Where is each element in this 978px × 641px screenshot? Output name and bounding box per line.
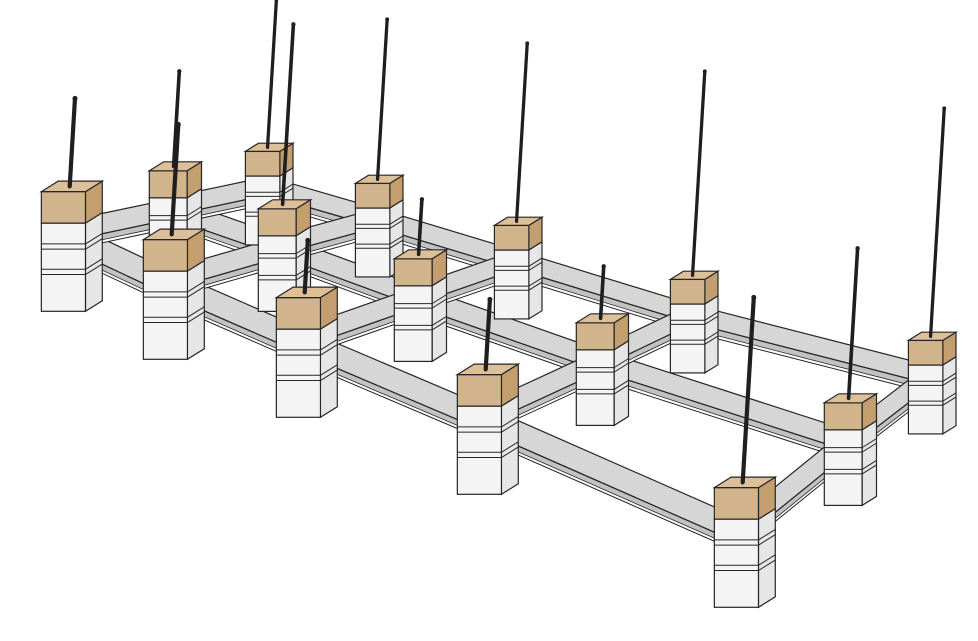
block	[575, 349, 615, 426]
pillar	[668, 69, 721, 374]
rebar	[67, 96, 78, 189]
block	[40, 222, 87, 312]
rebar	[483, 297, 492, 372]
cap	[668, 270, 721, 280]
block	[823, 429, 863, 506]
rebar	[740, 295, 756, 485]
cap	[354, 182, 391, 209]
rebar	[375, 17, 389, 181]
cap	[492, 216, 545, 226]
block	[613, 339, 630, 427]
pillar	[353, 17, 406, 278]
pillar	[906, 106, 959, 435]
block	[942, 355, 957, 435]
rebar	[928, 106, 946, 338]
block	[500, 394, 519, 496]
pillar	[455, 296, 521, 496]
cap	[39, 180, 105, 193]
cap	[244, 150, 281, 177]
rebar	[280, 22, 296, 207]
cap	[40, 191, 87, 224]
pillar	[712, 294, 778, 609]
cap	[823, 402, 863, 431]
rebar	[416, 197, 424, 257]
block	[757, 507, 776, 609]
long-beam	[298, 330, 491, 440]
rebar	[171, 69, 182, 169]
rebar	[690, 69, 707, 277]
block	[319, 317, 338, 419]
block	[713, 518, 760, 608]
pillar	[392, 197, 449, 363]
block	[907, 364, 944, 435]
cap	[906, 331, 959, 341]
rebar	[846, 246, 860, 401]
cap	[907, 339, 944, 366]
block	[528, 240, 543, 320]
cap	[243, 142, 296, 152]
pillars-layer	[39, 0, 959, 609]
block	[493, 249, 530, 320]
block	[84, 211, 103, 313]
long-beam	[689, 304, 933, 394]
rebar	[265, 0, 279, 149]
pillar	[492, 41, 545, 320]
rebar	[598, 264, 606, 321]
block	[142, 270, 189, 360]
cap	[148, 170, 188, 199]
long-beam	[479, 407, 748, 553]
block	[431, 275, 448, 363]
cap	[713, 487, 760, 520]
pillar	[822, 246, 879, 507]
pillar	[574, 264, 631, 427]
cap	[493, 224, 530, 251]
block	[669, 303, 706, 374]
block	[704, 294, 719, 374]
long-beam	[596, 350, 852, 460]
block	[186, 259, 205, 361]
cap	[456, 374, 503, 407]
cap	[353, 174, 406, 184]
block	[275, 328, 322, 418]
pillar	[141, 121, 207, 361]
block	[354, 207, 391, 278]
cap	[393, 258, 433, 287]
cap	[275, 297, 322, 330]
pillar	[274, 237, 340, 419]
block	[393, 285, 433, 362]
rebar	[514, 41, 529, 223]
block	[456, 405, 503, 495]
block	[861, 419, 878, 507]
pillar	[39, 95, 105, 313]
cap	[669, 278, 706, 305]
rebar	[302, 238, 310, 295]
cap	[575, 322, 615, 351]
cap	[712, 476, 778, 489]
cap	[257, 208, 297, 237]
rebar	[169, 122, 181, 237]
cap	[142, 239, 189, 272]
